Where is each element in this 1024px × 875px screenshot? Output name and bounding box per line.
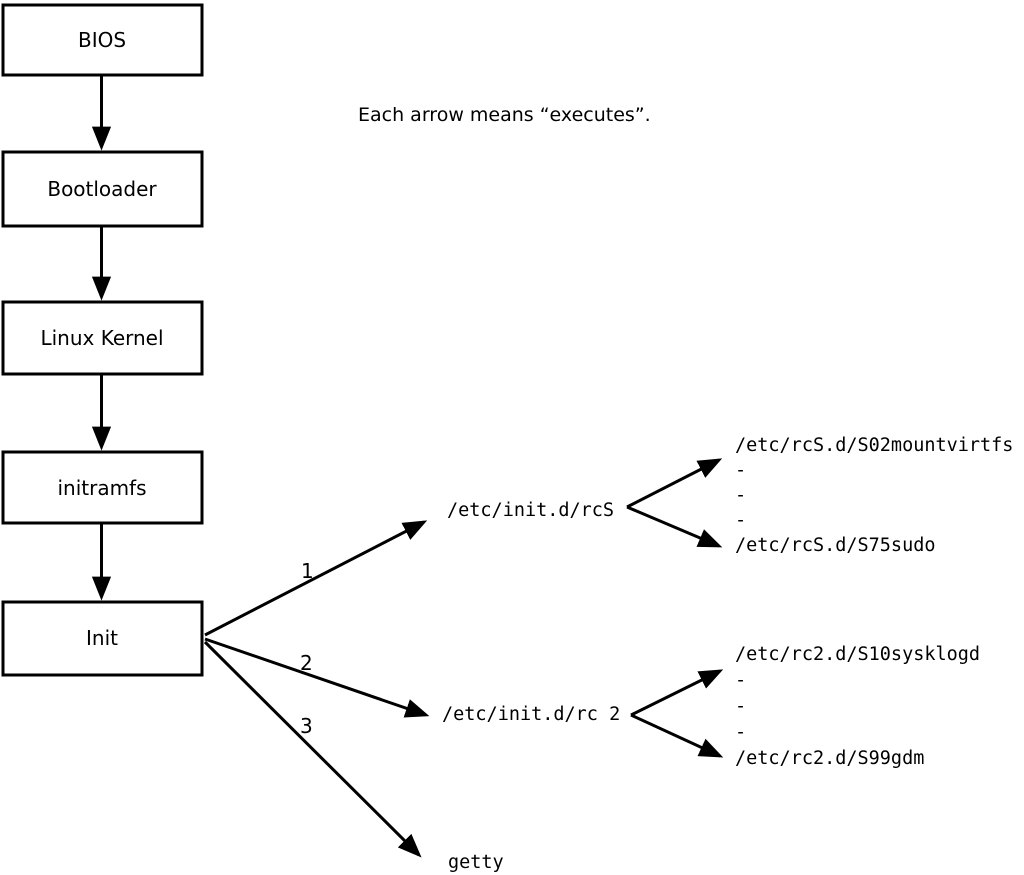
node-initramfs: initramfs: [1, 450, 204, 525]
arrow-rc2-to-s99gdm-icon: [630, 713, 724, 758]
arrow-rcs-to-s02mountvirtfs-icon: [626, 458, 723, 509]
node-init: Init: [1, 600, 204, 677]
arrow-rc2-to-s10sysklogd-icon: [630, 669, 724, 717]
rc2-child-ellipsis-2: -: [735, 696, 746, 717]
node-initramfs-box: [1, 450, 204, 525]
rcs-child-ellipsis-2: -: [735, 485, 746, 506]
target-rcs: /etc/init.d/rcS: [447, 500, 614, 521]
arrow-init-to-rc2-icon: [204, 637, 430, 718]
rcs-child-s75sudo: /etc/rcS.d/S75sudo: [735, 535, 935, 556]
node-linux-kernel: Linux Kernel: [1, 300, 204, 376]
arrow-rcs-to-s75sudo-icon: [626, 505, 723, 548]
node-bios: BIOS: [1, 3, 204, 77]
node-initramfs-label: initramfs: [57, 476, 146, 500]
edge-label-1: 1: [301, 559, 314, 583]
edge-label-3: 3: [300, 714, 313, 738]
arrow-init-to-getty-icon: [203, 640, 422, 858]
arrow-init-to-rcs-icon: [204, 520, 428, 637]
node-linux-kernel-box: [1, 300, 204, 376]
node-init-label: Init: [86, 626, 118, 650]
node-bios-box: [1, 3, 204, 77]
rcs-child-ellipsis-3: -: [735, 510, 746, 531]
node-bios-label: BIOS: [78, 28, 126, 52]
rc2-child-s99gdm: /etc/rc2.d/S99gdm: [735, 748, 924, 769]
rcs-child-s02mountvirtfs: /etc/rcS.d/S02mountvirtfs: [735, 435, 1013, 456]
node-init-box: [1, 600, 204, 677]
edge-label-2: 2: [300, 651, 313, 675]
caption-arrow-meaning: Each arrow means “executes”.: [358, 104, 651, 126]
node-bootloader-box: [1, 150, 204, 228]
node-bootloader: Bootloader: [1, 150, 204, 228]
rc2-child-ellipsis-3: -: [735, 722, 746, 743]
rc2-child-s10sysklogd: /etc/rc2.d/S10sysklogd: [735, 644, 980, 665]
node-bootloader-label: Bootloader: [47, 177, 157, 201]
target-rc2: /etc/init.d/rc 2: [442, 704, 620, 725]
rc2-child-ellipsis-1: -: [735, 670, 746, 691]
rcs-child-ellipsis-1: -: [735, 460, 746, 481]
node-linux-kernel-label: Linux Kernel: [40, 326, 163, 350]
target-getty: getty: [448, 852, 504, 873]
